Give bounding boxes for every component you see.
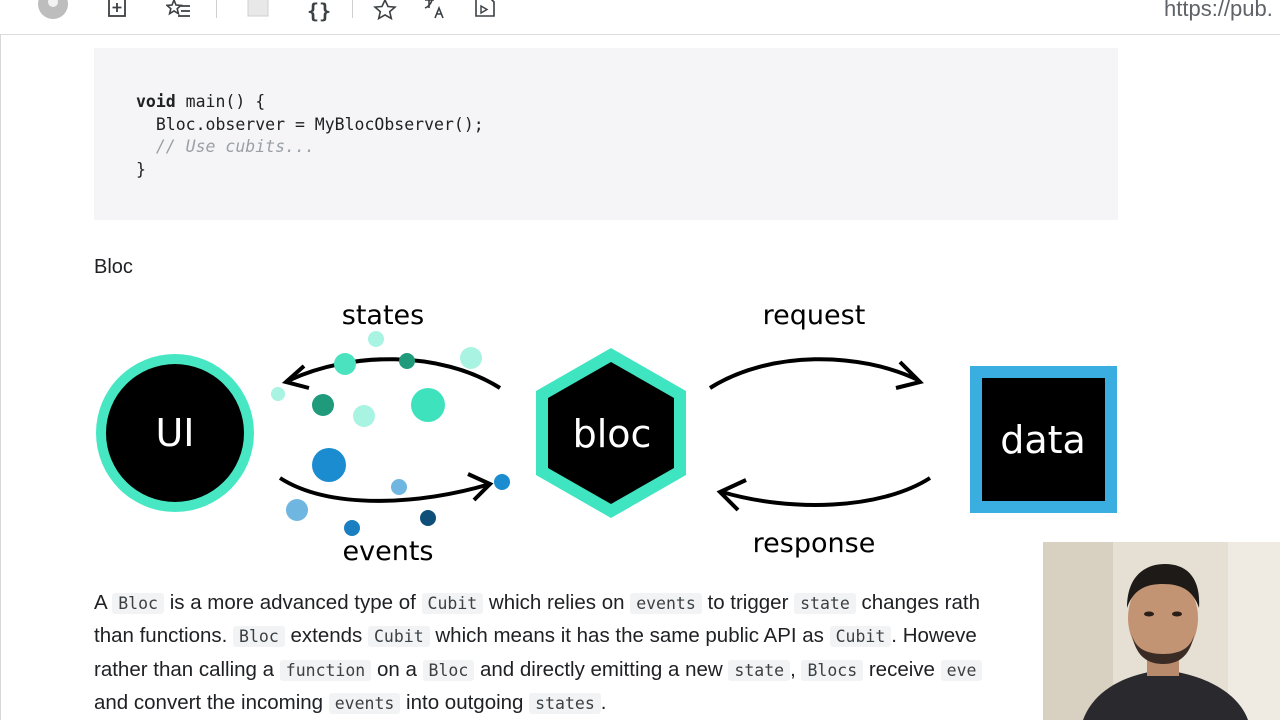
event-particles	[286, 448, 510, 536]
inline-code: states	[529, 692, 601, 714]
text-run: and convert the incoming	[94, 690, 329, 714]
events-arrow	[278, 476, 491, 503]
inline-code: Cubit	[829, 626, 892, 648]
bloc-diagram: UI bloc data	[0, 290, 1280, 570]
ui-node: UI	[96, 354, 254, 512]
text-run: . Howeve	[891, 624, 977, 648]
paragraph-line: rather than calling a function on a Bloc…	[94, 653, 1094, 686]
inline-code: Bloc	[422, 659, 475, 681]
text-run: is a more advanced type of	[164, 591, 422, 614]
bloc-node: bloc	[536, 348, 686, 518]
presenter-video	[1043, 542, 1280, 720]
inline-code: Bloc	[112, 593, 164, 614]
bloc-node-label: bloc	[573, 412, 652, 456]
paragraph-line: than functions. Bloc extends Cubit which…	[94, 619, 1094, 652]
text-run: changes rath	[855, 591, 980, 614]
braces-icon[interactable]: {}	[306, 0, 332, 23]
request-label: request	[763, 300, 866, 331]
add-tab-icon[interactable]	[106, 0, 130, 22]
response-label: response	[753, 528, 876, 559]
request-arrowhead	[895, 360, 924, 390]
toolbar-divider	[352, 0, 353, 18]
text-run: rather than calling a	[94, 657, 280, 681]
page-edge	[0, 34, 1, 720]
code-block: void main() { Bloc.observer = MyBlocObse…	[94, 48, 1118, 220]
paragraph-line: and convert the incoming events into out…	[94, 686, 1094, 719]
text-run: into outgoing	[400, 690, 530, 714]
code-comment: // Use cubits...	[136, 137, 315, 156]
read-aloud-icon[interactable]	[472, 0, 498, 22]
data-node: data	[970, 366, 1117, 513]
code-line: Bloc.observer = MyBlocObserver();	[136, 114, 484, 134]
events-arrowhead	[467, 472, 494, 502]
events-label: events	[343, 536, 434, 567]
bloc-description: A Bloc is a more advanced type of Cubit …	[94, 586, 1094, 719]
inline-code: function	[279, 659, 372, 681]
states-label: states	[342, 300, 424, 331]
toolbar-divider	[216, 0, 217, 18]
inline-code: Blocs	[801, 659, 864, 681]
star-icon[interactable]	[372, 0, 398, 22]
states-arrow	[289, 357, 502, 390]
text-run: which relies on	[483, 591, 631, 614]
state-particles	[271, 331, 482, 427]
data-node-label: data	[1000, 418, 1086, 462]
avatar-icon[interactable]	[37, 0, 69, 22]
paragraph-line: A Bloc is a more advanced type of Cubit …	[94, 586, 1094, 619]
request-arrow	[708, 357, 919, 390]
response-arrow	[721, 476, 932, 507]
text-run: than functions.	[94, 624, 234, 648]
page-icon[interactable]	[246, 0, 270, 22]
code-snippet: void main() { Bloc.observer = MyBlocObse…	[136, 91, 484, 181]
favorites-list-icon[interactable]	[166, 0, 192, 22]
states-arrowhead	[281, 364, 310, 390]
text-run: .	[600, 690, 607, 714]
text-run: ,	[790, 657, 802, 681]
webcam-overlay	[1043, 542, 1280, 720]
inline-code: eve	[940, 659, 983, 681]
browser-toolbar: {} https://pub.	[0, 0, 1280, 35]
text-run: A	[94, 591, 113, 614]
inline-code: state	[728, 659, 791, 681]
response-arrowhead	[716, 478, 747, 512]
text-run: extends	[284, 624, 368, 648]
code-keyword: void	[136, 92, 176, 111]
text-run: receive	[863, 657, 941, 681]
inline-code: Cubit	[421, 593, 484, 614]
code-line: }	[136, 159, 146, 179]
inline-code: Bloc	[233, 626, 285, 648]
inline-code: state	[794, 593, 856, 614]
translate-icon[interactable]	[422, 0, 448, 22]
inline-code: Cubit	[368, 626, 430, 648]
text-run: on a	[371, 657, 423, 681]
text-run: to trigger	[701, 591, 795, 614]
text-run: which means it has the same public API a…	[429, 624, 830, 648]
text-run: and directly emitting a new	[474, 657, 729, 681]
ui-node-label: UI	[155, 411, 194, 455]
inline-code: events	[630, 593, 702, 614]
inline-code: events	[328, 692, 401, 714]
code-line: main() {	[175, 92, 266, 111]
address-bar-url[interactable]: https://pub.	[1164, 0, 1273, 21]
section-heading: Bloc	[94, 256, 133, 278]
